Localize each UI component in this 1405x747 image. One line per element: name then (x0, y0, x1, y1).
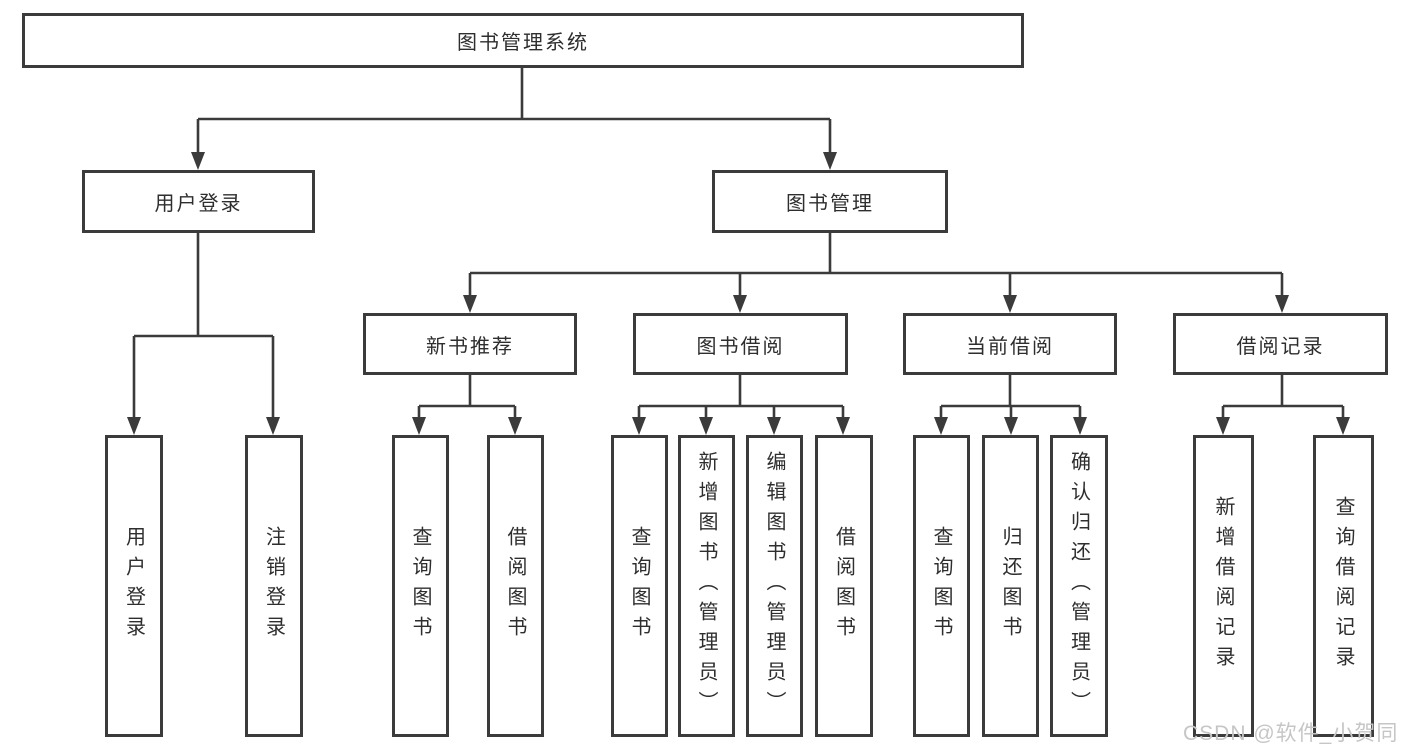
leaf-borrow-book-recommend: 借阅图书 (487, 435, 544, 737)
node-user-login: 用户登录 (82, 170, 315, 233)
node-borrow-records: 借阅记录 (1173, 313, 1388, 375)
node-book-borrow: 图书借阅 (633, 313, 848, 375)
tree-edges (132, 68, 1345, 417)
leaf-add-book-admin: 新增图书（管理员） (678, 435, 735, 737)
leaf-query-borrow-record: 查询借阅记录 (1313, 435, 1374, 737)
leaf-query-book-recommend: 查询图书 (392, 435, 449, 737)
leaf-query-book-current: 查询图书 (913, 435, 970, 737)
leaf-user-login: 用户登录 (105, 435, 163, 737)
leaf-return-book: 归还图书 (982, 435, 1039, 737)
leaf-edit-book-admin: 编辑图书（管理员） (746, 435, 803, 737)
node-book-management: 图书管理 (712, 170, 948, 233)
leaf-logout: 注销登录 (245, 435, 303, 737)
node-root: 图书管理系统 (22, 13, 1024, 68)
leaf-add-borrow-record: 新增借阅记录 (1193, 435, 1254, 737)
leaf-borrow-book: 借阅图书 (815, 435, 873, 737)
leaf-query-book-borrow: 查询图书 (611, 435, 668, 737)
leaf-confirm-return-admin: 确认归还（管理员） (1050, 435, 1108, 737)
node-new-book-recommend: 新书推荐 (363, 313, 577, 375)
watermark: CSDN @软件_小贺同学 (1183, 722, 1399, 745)
node-current-borrow: 当前借阅 (903, 313, 1117, 375)
